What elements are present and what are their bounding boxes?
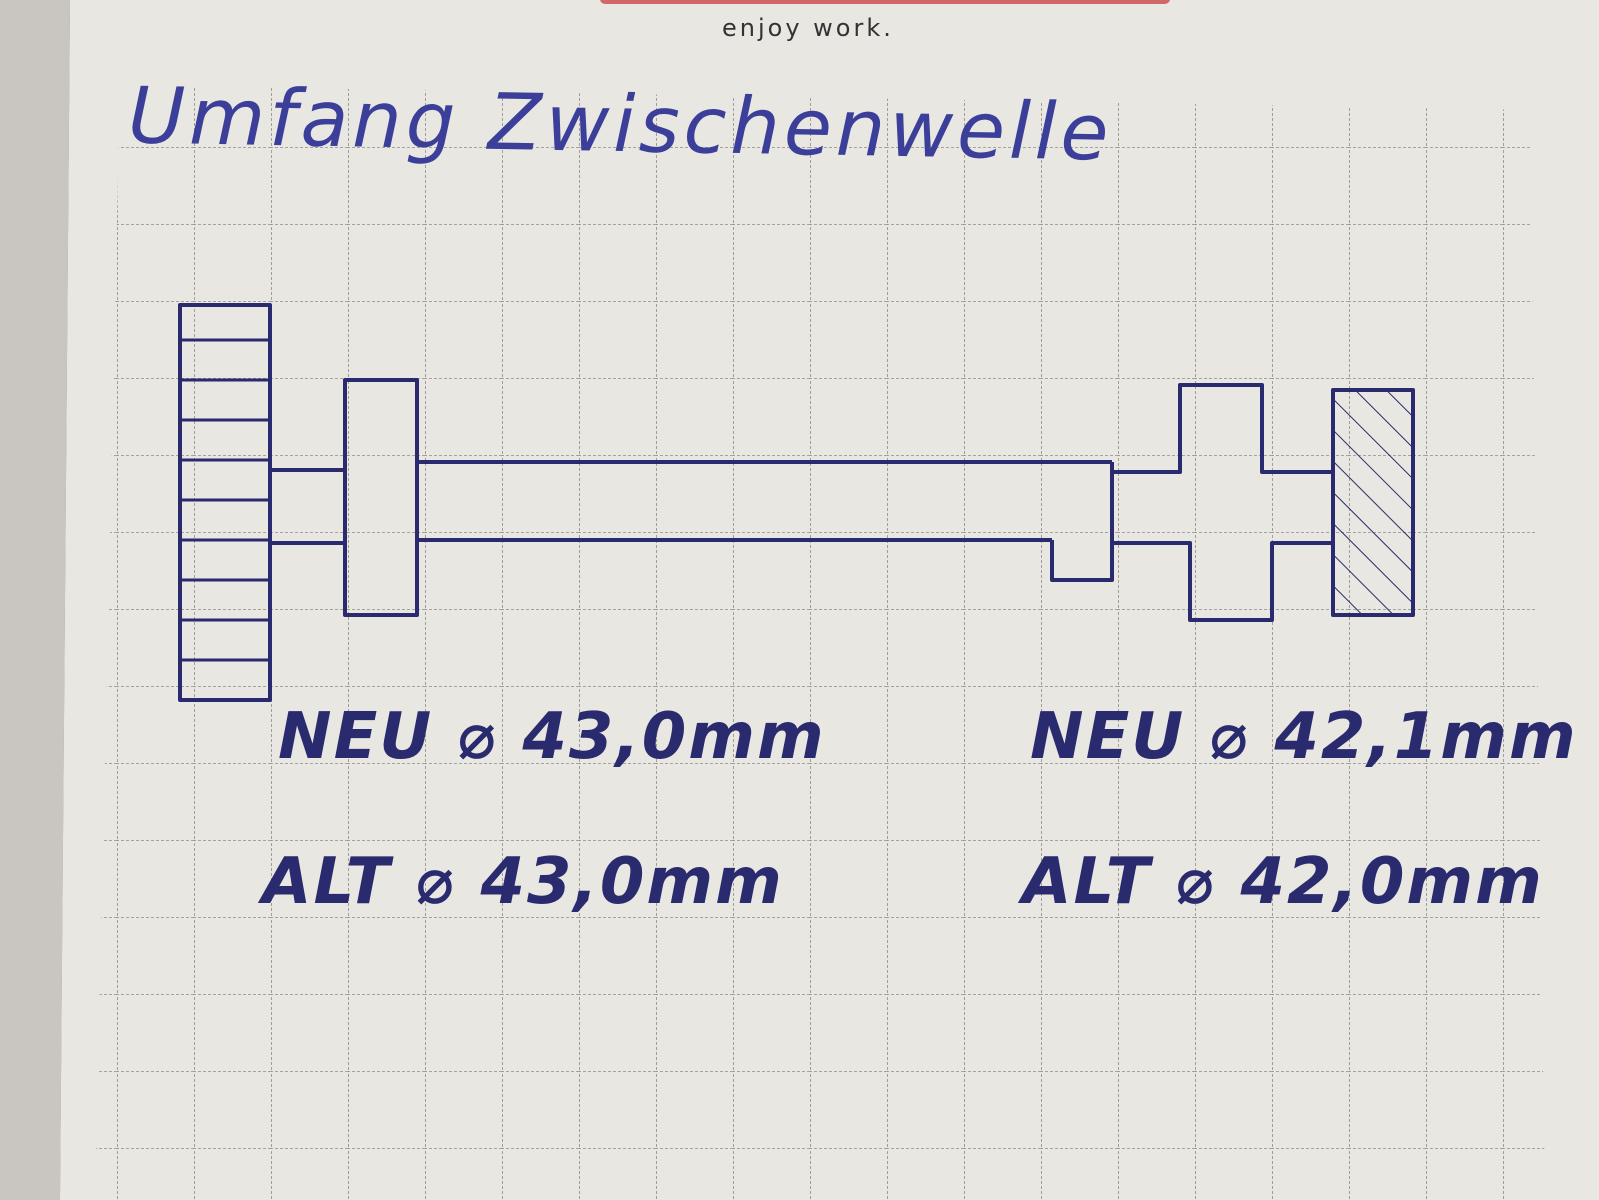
left-old-diameter: ALT ⌀ 43,0mm: [262, 845, 784, 919]
left-gear: [178, 303, 272, 702]
note-title: Umfang Zwischenwelle: [127, 71, 1114, 179]
right-hatched-part: [1331, 388, 1415, 617]
right-old-diameter: ALT ⌀ 42,0mm: [1022, 845, 1544, 919]
left-new-diameter: NEU ⌀ 43,0mm: [278, 700, 826, 774]
left-bearing: [343, 378, 419, 617]
brand-logo-bar: [600, 0, 1170, 4]
shaft-drawing: [178, 303, 1415, 702]
right-new-diameter: NEU ⌀ 42,1mm: [1030, 700, 1578, 774]
tagline: enjoy work.: [722, 14, 894, 42]
